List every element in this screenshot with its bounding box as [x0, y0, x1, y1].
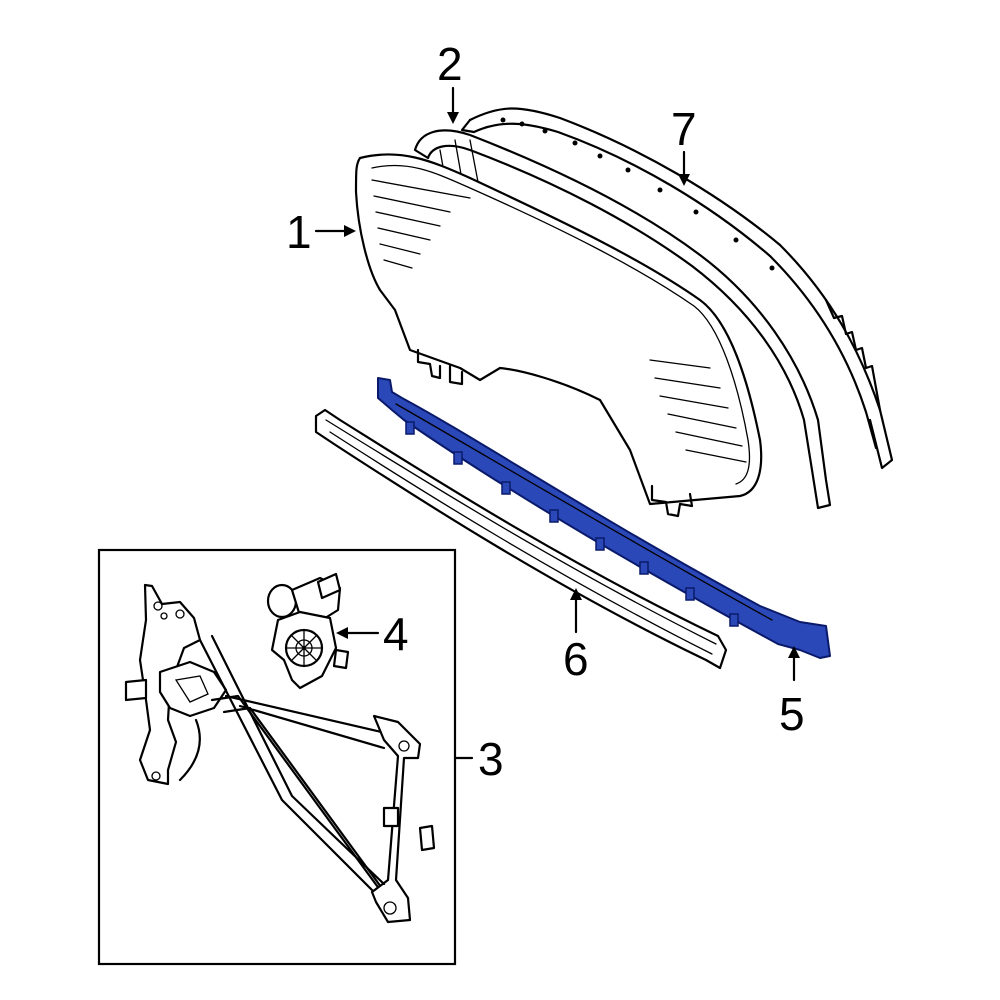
callout-5: 5 — [779, 688, 805, 740]
part-6-outer-belt-weatherstrip[interactable] — [314, 408, 728, 670]
part-1-door-glass[interactable] — [354, 153, 763, 518]
callout-leaders — [314, 86, 800, 760]
callout-3: 3 — [478, 733, 504, 785]
callout-1: 1 — [286, 206, 312, 258]
part-5-inner-belt-weatherstrip[interactable] — [377, 377, 831, 659]
part-4-window-motor[interactable] — [266, 572, 350, 690]
clip-holes — [500, 117, 775, 271]
part-3-window-regulator[interactable] — [124, 583, 436, 924]
part-7-run-channel[interactable] — [460, 107, 894, 470]
callout-4: 4 — [383, 608, 409, 660]
glass-shading — [371, 179, 747, 463]
callout-6: 6 — [563, 633, 589, 685]
callout-7: 7 — [671, 103, 697, 155]
callout-2: 2 — [437, 38, 463, 90]
clip-teeth — [405, 421, 739, 627]
